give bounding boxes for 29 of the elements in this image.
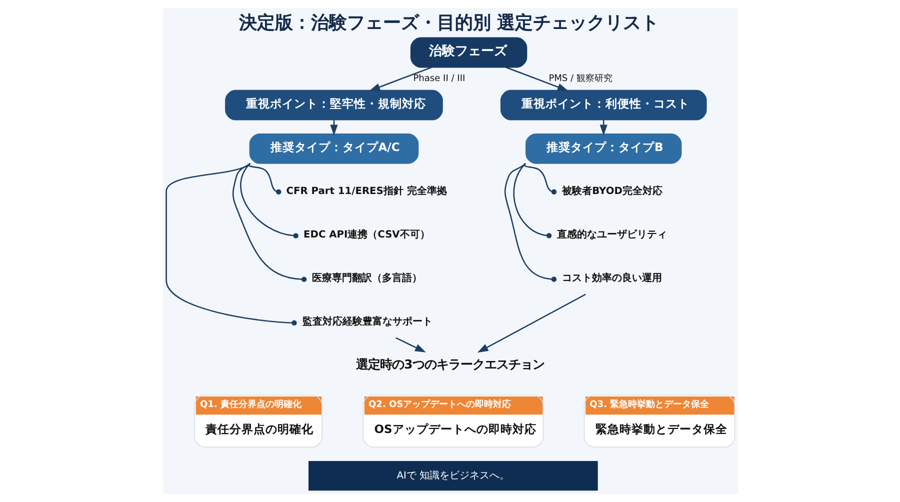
node-text: 監査対応経験豊富なサポート xyxy=(302,316,432,328)
edge-label: Phase II / III xyxy=(412,74,465,84)
connector xyxy=(240,163,298,238)
node-box: 推奨タイプ：タイプA/C xyxy=(248,133,418,164)
arrow xyxy=(395,337,426,352)
arrow xyxy=(505,66,568,91)
connector xyxy=(504,162,556,282)
node-text: 被験者BYOD完全対応 xyxy=(562,186,662,197)
node-text: 選定時の3つのキラークエスチョン xyxy=(356,358,544,372)
diagram-title: 決定版：治験フェーズ・目的別 選定チェックリスト xyxy=(238,12,659,34)
node-box: 治験フェーズ xyxy=(410,37,527,68)
connector xyxy=(512,163,552,238)
arrow xyxy=(368,66,432,91)
node-box: 重視ポイント：堅牢性・規制対応 xyxy=(224,90,442,120)
node-text: EDC API連携（CSV不可） xyxy=(303,230,430,241)
node-text: 直感的なユーザビリティ xyxy=(556,230,667,241)
connector xyxy=(165,162,296,326)
node-text: 医療専門翻訳（多言語） xyxy=(312,273,422,284)
node-box: 重視ポイント：利便性・コスト xyxy=(500,90,706,120)
arrow xyxy=(599,120,607,136)
node-text: コスト効率の良い運用 xyxy=(562,273,662,284)
label: AIで 知識をビジネスへ。 xyxy=(396,470,510,482)
edge-label: PMS / 観察研究 xyxy=(548,74,612,84)
connector xyxy=(524,163,556,194)
node-box: 推奨タイプ：タイプB xyxy=(525,133,682,164)
arrow xyxy=(476,294,586,353)
connector xyxy=(232,162,306,282)
connector xyxy=(248,163,281,194)
node-text: CFR Part 11/ERES指針 完全準拠 xyxy=(286,186,446,197)
